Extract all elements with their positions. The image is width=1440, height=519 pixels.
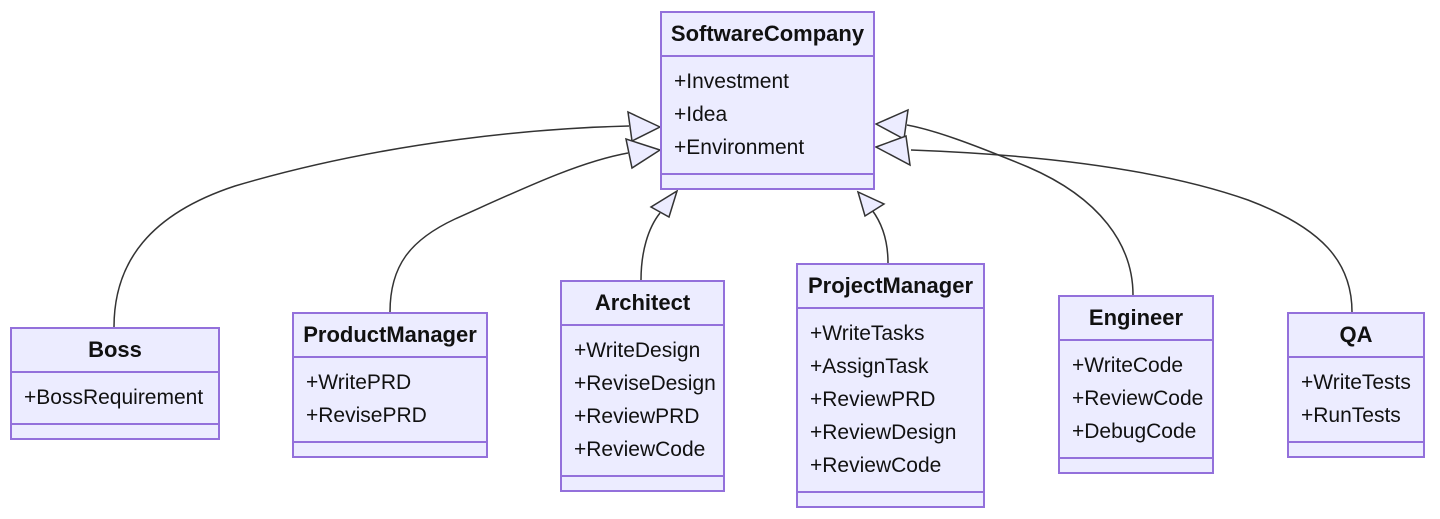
connector-engineer-softwarecompany — [906, 124, 1134, 296]
class-methods-empty — [1060, 459, 1212, 472]
inheritance-arrowhead-icon — [874, 108, 909, 141]
class-member: +Idea — [674, 103, 728, 126]
connector-qa-softwarecompany — [910, 149, 1353, 313]
class-member: +WriteTasks — [810, 322, 925, 345]
class-title: Boss — [12, 329, 218, 373]
inheritance-arrowhead-icon — [627, 110, 662, 143]
class-box-qa: QA +WriteTests +RunTests — [1287, 312, 1425, 458]
class-methods-empty — [562, 477, 723, 490]
class-methods-empty — [12, 425, 218, 438]
class-member: +WriteDesign — [574, 339, 701, 362]
class-methods-empty — [662, 175, 873, 188]
class-members: +WriteCode +ReviewCode +DebugCode — [1060, 341, 1212, 459]
class-members: +BossRequirement — [12, 373, 218, 425]
inheritance-arrowhead-icon — [649, 189, 679, 219]
class-methods-empty — [1289, 443, 1423, 456]
class-member: +RevisePRD — [306, 404, 427, 427]
class-box-projectmanager: ProjectManager +WriteTasks +AssignTask +… — [796, 263, 985, 508]
class-member: +ReviseDesign — [574, 372, 716, 395]
class-members: +WriteTests +RunTests — [1289, 358, 1423, 443]
class-member: +WriteCode — [1072, 354, 1184, 377]
inheritance-arrowhead-icon — [625, 137, 662, 170]
class-member: +RunTests — [1301, 404, 1401, 427]
class-title: Engineer — [1060, 297, 1212, 341]
class-title: QA — [1289, 314, 1423, 358]
class-member: +WritePRD — [306, 371, 412, 394]
class-title: ProductManager — [294, 314, 486, 358]
class-member: +ReviewPRD — [574, 405, 700, 428]
class-member: +AssignTask — [810, 355, 929, 378]
inheritance-arrowhead-icon — [856, 190, 886, 218]
class-member: +ReviewCode — [810, 454, 942, 477]
class-member: +ReviewCode — [1072, 387, 1204, 410]
class-box-engineer: Engineer +WriteCode +ReviewCode +DebugCo… — [1058, 295, 1214, 474]
class-box-architect: Architect +WriteDesign +ReviseDesign +Re… — [560, 280, 725, 492]
class-member: +Investment — [674, 70, 789, 93]
connector-boss-softwarecompany — [113, 125, 630, 328]
class-member: +ReviewCode — [574, 438, 706, 461]
class-title: ProjectManager — [798, 265, 983, 309]
connector-projectmanager-softwarecompany — [871, 209, 889, 264]
class-member: +Environment — [674, 136, 805, 159]
class-box-boss: Boss +BossRequirement — [10, 327, 220, 440]
class-member: +ReviewDesign — [810, 421, 957, 444]
class-members: +WriteDesign +ReviseDesign +ReviewPRD +R… — [562, 326, 723, 477]
class-box-productmanager: ProductManager +WritePRD +RevisePRD — [292, 312, 488, 458]
class-members: +Investment +Idea +Environment — [662, 57, 873, 175]
class-title: SoftwareCompany — [662, 13, 873, 57]
class-member: +DebugCode — [1072, 420, 1197, 443]
class-members: +WriteTasks +AssignTask +ReviewPRD +Revi… — [798, 309, 983, 493]
class-member: +WriteTests — [1301, 371, 1411, 394]
class-methods-empty — [798, 493, 983, 506]
class-members: +WritePRD +RevisePRD — [294, 358, 486, 443]
class-methods-empty — [294, 443, 486, 456]
class-member: +ReviewPRD — [810, 388, 936, 411]
class-member: +BossRequirement — [24, 386, 204, 409]
inheritance-arrowhead-icon — [874, 134, 911, 167]
class-title: Architect — [562, 282, 723, 326]
class-box-softwarecompany: SoftwareCompany +Investment +Idea +Envir… — [660, 11, 875, 190]
connector-productmanager-softwarecompany — [389, 152, 629, 313]
connector-architect-softwarecompany — [640, 212, 661, 281]
